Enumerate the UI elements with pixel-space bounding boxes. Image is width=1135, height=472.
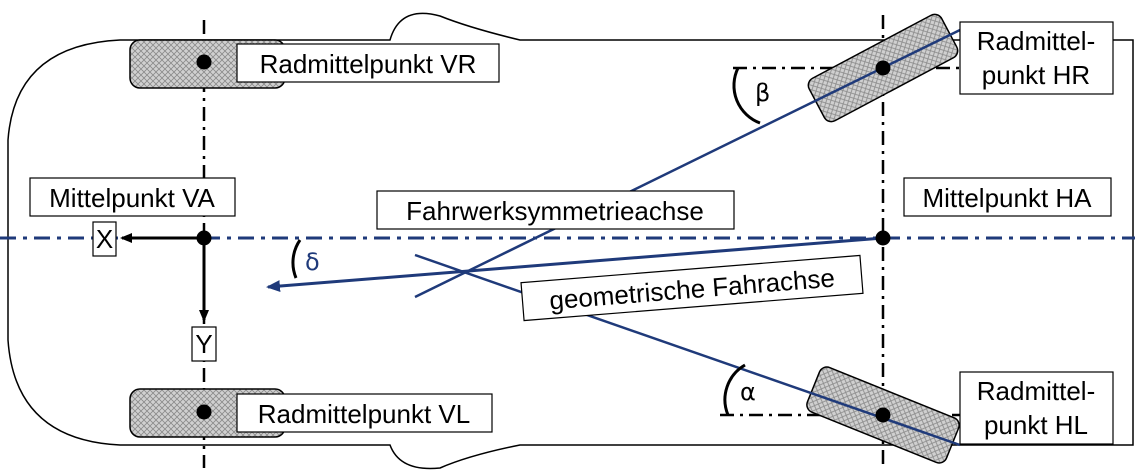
rear-right-wheel-axis	[414, 28, 961, 299]
alpha-angle-arc	[723, 363, 746, 416]
point-hl	[875, 407, 891, 423]
label-radmittelpunkt-hr: Radmittel- punkt HR	[959, 21, 1114, 95]
label-geometrische-fahrachse: geometrische Fahrachse	[520, 254, 864, 322]
label-fahrwerksymmetrieachse: Fahrwerksymmetrieachse	[376, 190, 735, 230]
label-x-axis: X	[92, 221, 117, 257]
geometric-driving-axis-arrow	[266, 236, 884, 293]
svg-text:X: X	[96, 224, 113, 254]
svg-text:punkt HL: punkt HL	[984, 410, 1088, 440]
angle-beta-label: β	[755, 79, 770, 107]
point-hr	[875, 60, 891, 76]
car-body-outline	[7, 12, 1134, 470]
label-mittelpunkt-va: Mittelpunkt VA	[29, 177, 236, 217]
svg-text:Y: Y	[195, 329, 212, 359]
label-mittelpunkt-ha: Mittelpunkt HA	[903, 177, 1112, 217]
svg-text:Radmittelpunkt VR: Radmittelpunkt VR	[260, 49, 477, 79]
rear-left-wheel-axis	[414, 253, 961, 447]
svg-text:Radmittelpunkt VL: Radmittelpunkt VL	[258, 399, 470, 429]
point-ha	[875, 230, 891, 246]
svg-text:Mittelpunkt HA: Mittelpunkt HA	[922, 183, 1092, 213]
label-radmittelpunkt-vl: Radmittelpunkt VL	[236, 393, 493, 433]
svg-text:Radmittel-: Radmittel-	[977, 26, 1095, 56]
beta-angle-arc	[732, 67, 761, 125]
label-radmittelpunkt-vr: Radmittelpunkt VR	[236, 43, 500, 83]
delta-angle-arc	[291, 239, 302, 279]
svg-text:Radmittel-: Radmittel-	[977, 376, 1095, 406]
angle-alpha-label: α	[740, 378, 756, 406]
label-radmittelpunkt-hl: Radmittel- punkt HL	[959, 371, 1114, 445]
point-va	[196, 230, 212, 246]
svg-text:Fahrwerksymmetrieachse: Fahrwerksymmetrieachse	[406, 196, 704, 226]
point-vr	[196, 54, 212, 70]
svg-text:punkt HR: punkt HR	[982, 60, 1090, 90]
svg-text:Mittelpunkt VA: Mittelpunkt VA	[49, 183, 215, 213]
point-vl	[196, 404, 212, 420]
angle-delta-label: δ	[305, 248, 320, 276]
label-y-axis: Y	[191, 326, 217, 362]
